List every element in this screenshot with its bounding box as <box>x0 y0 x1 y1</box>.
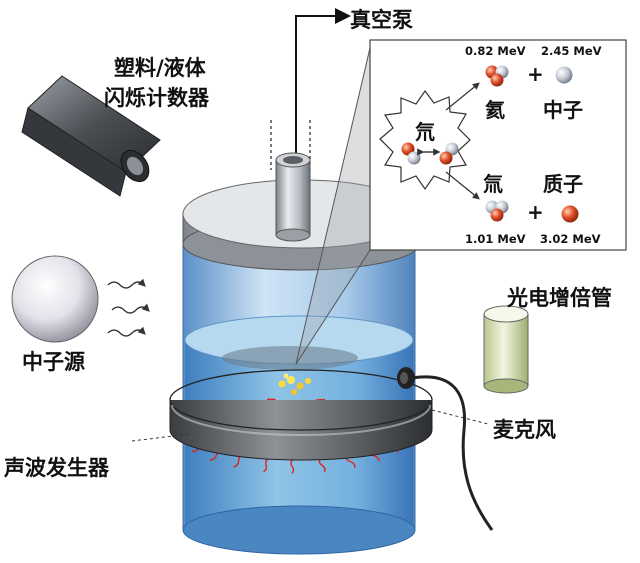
microphone-device <box>397 367 494 531</box>
microphone-label: 麦克风 <box>493 418 556 442</box>
photomultiplier-tube <box>483 305 529 394</box>
neutron-source <box>11 255 99 343</box>
energy-n-label: 2.45 MeV <box>541 44 602 58</box>
neutron-source-label: 中子源 <box>22 350 85 374</box>
neutron-particle <box>555 66 573 84</box>
plus-sign-top: + <box>527 62 544 86</box>
bubble-cluster <box>278 373 311 395</box>
helium-label: 氦 <box>485 98 505 122</box>
deuterium-pair <box>401 142 459 165</box>
energy-t-label: 1.01 MeV <box>465 232 526 246</box>
scintillator-counter <box>21 75 161 197</box>
neutron-label: 中子 <box>543 98 583 122</box>
tritium-label: 氚 <box>483 172 503 196</box>
vacuum-line <box>270 8 351 178</box>
leader-lines <box>131 409 489 442</box>
plus-sign-bottom: + <box>527 200 544 224</box>
vacuum-pump-label: 真空泵 <box>350 8 413 32</box>
tritium-nucleus <box>485 200 509 222</box>
starburst <box>379 89 471 191</box>
deuterium-label: 氘 <box>415 120 435 144</box>
scintillator-label-line1: 塑料/液体 <box>114 56 206 80</box>
proton-particle <box>561 205 579 223</box>
fusion-inset <box>369 39 627 251</box>
energy-p-label: 3.02 MeV <box>540 232 601 246</box>
sound-generator-ring <box>169 369 433 461</box>
magnifier-cone <box>295 47 371 365</box>
neutron-rays <box>107 278 150 337</box>
scintillator-label-line2: 闪烁计数器 <box>104 86 209 110</box>
helium-nucleus <box>485 65 509 87</box>
energy-he-label: 0.82 MeV <box>465 44 526 58</box>
photomultiplier-label: 光电增倍管 <box>507 286 612 310</box>
sound-generator-label: 声波发生器 <box>4 456 109 480</box>
proton-label: 质子 <box>543 172 583 196</box>
